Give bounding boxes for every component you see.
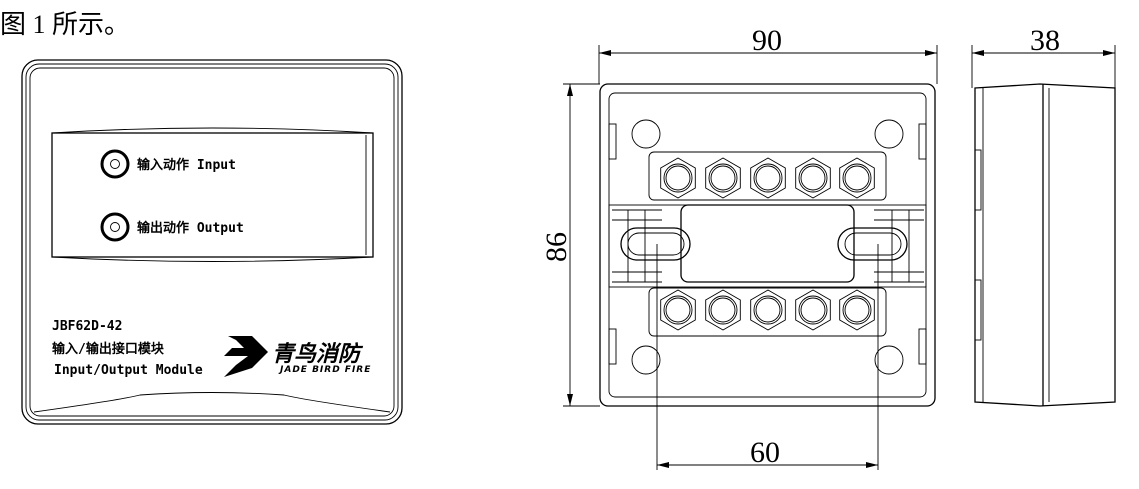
terminal-screw-icon [708, 163, 738, 193]
terminal-screw-icon [753, 163, 783, 193]
slot-right [837, 227, 908, 261]
display-window [51, 127, 374, 262]
terminal-screw-icon [755, 165, 781, 191]
logo-cn: 青鸟消防 [272, 341, 364, 367]
input-led-icon [100, 149, 130, 179]
input-indicator-label: 输入动作 Input [137, 157, 236, 173]
terminal-screw-icon [755, 297, 781, 323]
terminal-screw-icon [800, 165, 826, 191]
terminal-screw-icon [663, 163, 693, 193]
terminal-screw-icon [842, 163, 872, 193]
product-name-cn: 输入/输出接口模块 [52, 341, 165, 357]
terminal-screw-icon [842, 295, 872, 325]
terminal-nut [705, 289, 741, 331]
terminal-screw-icon [798, 163, 828, 193]
terminal-screw-icon [710, 165, 736, 191]
terminal-screw-icon [753, 295, 783, 325]
terminal-nut [750, 289, 786, 331]
terminal-screw-icon [665, 297, 691, 323]
depth-value: 38 [1030, 24, 1060, 57]
terminal-nut [660, 289, 696, 331]
side-view: 38 [971, 24, 1116, 407]
rear-view [599, 83, 936, 407]
terminal-block-top [648, 151, 887, 201]
terminal-nut [750, 157, 786, 199]
hole-spacing-value: 60 [750, 436, 780, 469]
terminal-screw-icon [665, 165, 691, 191]
caption-text: 图 1 所示。 [0, 10, 131, 39]
dimension-height: 86 [540, 83, 600, 407]
terminal-screw-icon [844, 165, 870, 191]
terminal-nut [795, 289, 831, 331]
product-name-en: Input/Output Module [54, 363, 203, 378]
mounting-holes [631, 119, 904, 375]
jade-bird-logo-icon: 青鸟消防 JADE BIRD FIRE [224, 336, 371, 377]
width-value: 90 [752, 24, 782, 57]
terminal-screw-icon [798, 295, 828, 325]
terminal-screw-icon [800, 297, 826, 323]
dimension-width: 90 [598, 24, 938, 84]
terminal-nut [660, 157, 696, 199]
front-view: 输入动作 Input 输出动作 Output JBF62D-42 输入/输出接口… [21, 59, 403, 425]
output-indicator-label: 输出动作 Output [137, 220, 244, 236]
terminal-screw-icon [710, 297, 736, 323]
slot-left [620, 227, 691, 261]
output-led-icon [100, 212, 130, 242]
terminal-block-bottom [648, 287, 887, 337]
terminal-nut [705, 157, 741, 199]
terminal-screw-icon [663, 295, 693, 325]
terminal-screw-icon [844, 297, 870, 323]
model-number: JBF62D-42 [52, 319, 122, 334]
terminal-nut [839, 289, 875, 331]
logo-en: JADE BIRD FIRE [278, 365, 371, 375]
height-value: 86 [540, 232, 573, 262]
rib-grid [612, 209, 924, 283]
terminal-nut [795, 157, 831, 199]
dimension-hole-spacing: 60 [656, 244, 879, 470]
terminal-nut [839, 157, 875, 199]
terminal-screw-icon [708, 295, 738, 325]
